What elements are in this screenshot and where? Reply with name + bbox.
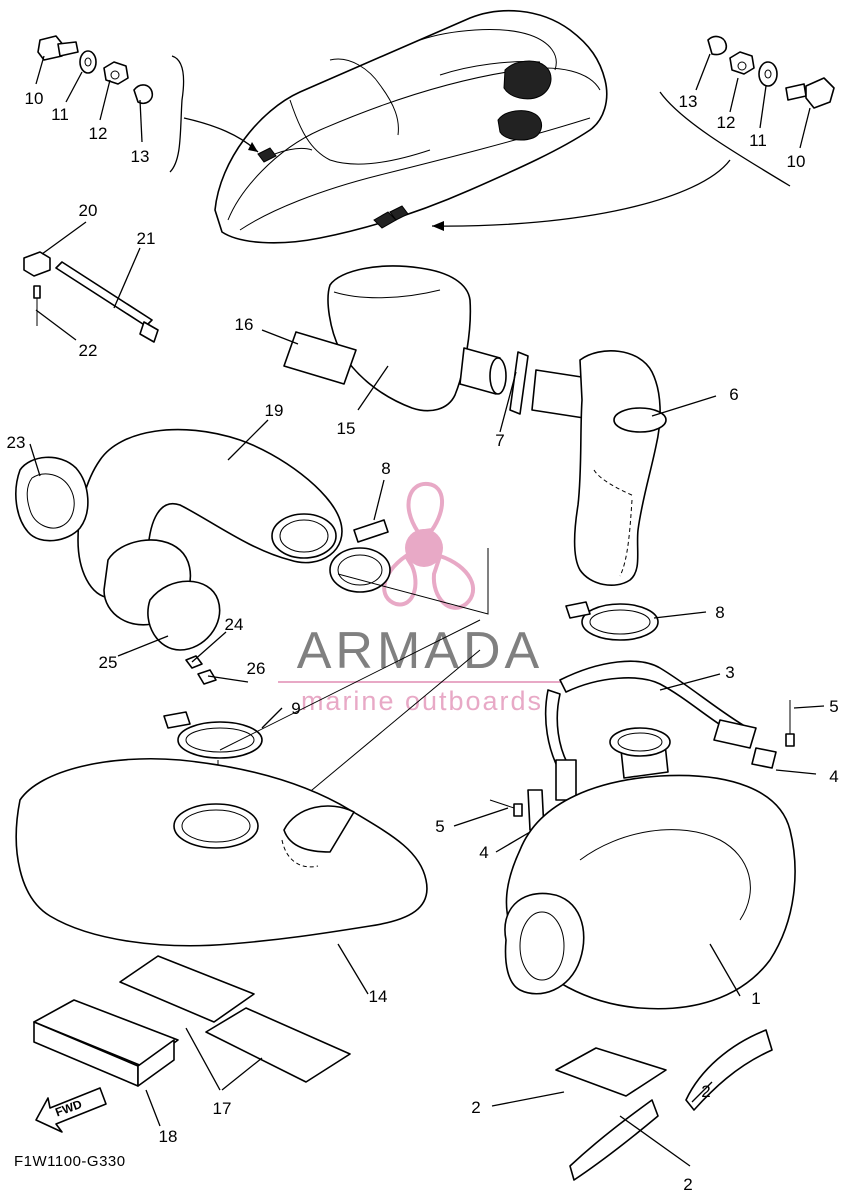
fwd-arrow-icon: FWD: [35, 1087, 107, 1133]
cable-tie-set: [23, 251, 159, 343]
callout-8-top: 8: [381, 459, 390, 478]
callout-12-left: 12: [89, 124, 108, 143]
callout-7: 7: [495, 431, 504, 450]
pads: [33, 955, 773, 1181]
strap-set: [489, 660, 795, 831]
callout-4-right: 4: [829, 767, 838, 786]
callout-5-right: 5: [829, 697, 838, 716]
muffler-1: [504, 727, 796, 1010]
callout-24: 24: [225, 615, 244, 634]
callout-2-right: 2: [701, 1082, 710, 1101]
fasteners-left: [37, 35, 154, 105]
callout-2-left: 2: [471, 1098, 480, 1117]
exhaust-pipe-6: [531, 350, 667, 586]
watermark-tagline: marine outboards: [301, 686, 543, 716]
callout-23: 23: [7, 433, 26, 452]
clamps: [163, 519, 659, 759]
watermark-brand: ARMADA: [297, 622, 543, 680]
callout-16: 16: [235, 315, 254, 334]
fasteners-right: [707, 35, 835, 109]
callout-labels: 10 11 12 13 13 12 11 10 20 21 22 16 15 7…: [7, 89, 839, 1193]
watercraft-outline: [214, 9, 608, 244]
callout-12-right: 12: [717, 113, 736, 132]
callout-5-left: 5: [435, 817, 444, 836]
callout-1: 1: [751, 989, 760, 1008]
exhaust-chamber-14: [15, 757, 428, 947]
callout-10-left: 10: [25, 89, 44, 108]
callout-6: 6: [729, 385, 738, 404]
callout-14: 14: [369, 987, 388, 1006]
callout-2-bottom: 2: [683, 1175, 692, 1193]
callout-10-right: 10: [787, 152, 806, 171]
callout-9: 9: [291, 699, 300, 718]
callout-25: 25: [99, 653, 118, 672]
flange-set: [15, 456, 221, 685]
callout-15: 15: [337, 419, 356, 438]
callout-20: 20: [79, 201, 98, 220]
leader-lines: [29, 53, 825, 1167]
callout-19: 19: [265, 401, 284, 420]
callout-11-right: 11: [749, 131, 767, 150]
callout-8-right: 8: [715, 603, 724, 622]
water-lock-box: [327, 265, 507, 412]
clamp-7: [509, 351, 529, 415]
callout-4-left: 4: [479, 843, 488, 862]
callout-11-left: 11: [51, 105, 69, 124]
callout-26: 26: [247, 659, 266, 678]
callout-21: 21: [137, 229, 156, 248]
callout-13-right: 13: [679, 92, 698, 111]
armada-propeller-logo: [382, 481, 476, 610]
callout-17: 17: [213, 1099, 232, 1118]
diagram-code: F1W1100-G330: [14, 1153, 126, 1170]
callout-18: 18: [159, 1127, 178, 1146]
pad: [283, 331, 357, 385]
callout-3: 3: [725, 663, 734, 682]
callout-22: 22: [79, 341, 98, 360]
callout-13-left: 13: [131, 147, 150, 166]
